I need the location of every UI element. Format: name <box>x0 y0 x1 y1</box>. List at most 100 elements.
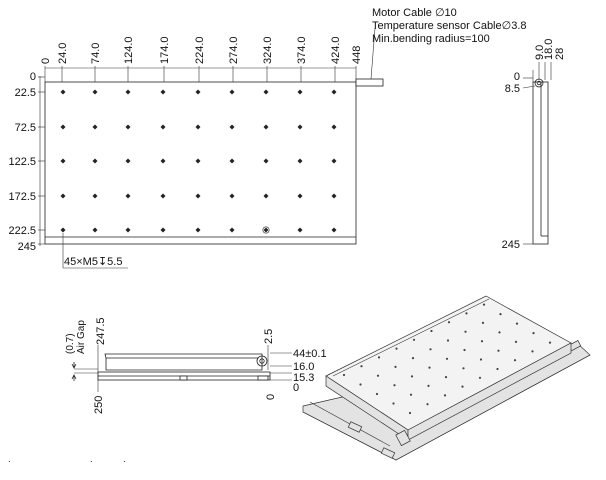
iso-hole <box>430 329 433 333</box>
hole-marker <box>331 227 337 233</box>
front-view-housing <box>104 353 263 371</box>
iso-hole <box>461 385 464 388</box>
hole-marker <box>60 193 66 199</box>
iso-hole <box>498 331 501 334</box>
x-tick-124: 124.0 <box>123 36 135 64</box>
iso-hole <box>499 313 502 316</box>
iso-hole <box>377 356 381 359</box>
hole-marker <box>125 124 131 130</box>
height-44: 44±0.1 <box>293 348 327 360</box>
iso-hole <box>409 393 413 396</box>
hole-marker <box>195 158 201 164</box>
iso-hole <box>375 392 379 396</box>
iso-hole <box>514 340 518 343</box>
iso-hole <box>478 376 482 379</box>
hole-marker <box>92 158 98 164</box>
hole-marker <box>297 227 303 233</box>
hole-marker <box>60 158 66 164</box>
hole-marker <box>331 124 337 130</box>
front-left-bottom: 250 <box>93 396 105 414</box>
iso-hole <box>360 365 363 368</box>
hole-marker <box>195 193 201 199</box>
iso-hole <box>443 394 447 397</box>
hole-marker <box>160 227 166 233</box>
iso-hole <box>394 365 397 368</box>
hole-marker <box>229 227 235 233</box>
iso-hole <box>395 347 398 350</box>
side-tick-28: 28 <box>554 48 566 60</box>
hole-marker <box>263 89 269 95</box>
hole-marker <box>229 124 235 130</box>
front-right-top: 2.5 <box>263 329 275 344</box>
hole-marker <box>160 89 166 95</box>
hole-marker <box>160 193 166 199</box>
iso-hole <box>342 373 346 377</box>
y-tick-0: 0 <box>30 71 36 83</box>
side-view: 9.0 18.0 28 0 8.5 245 <box>502 39 566 251</box>
y-tick-72.5: 72.5 <box>15 122 36 134</box>
y-tick-122.5: 122.5 <box>8 156 36 168</box>
hole-marker <box>229 193 235 199</box>
iso-hole <box>426 403 429 406</box>
hole-marker <box>160 124 166 130</box>
hole-marker <box>60 89 66 95</box>
iso-hole <box>411 357 415 360</box>
isometric-view <box>302 295 591 461</box>
iso-hole <box>444 376 448 379</box>
iso-hole <box>408 411 412 415</box>
height-15.3: 15.3 <box>293 372 314 384</box>
iso-holes <box>342 303 552 415</box>
hole-marker <box>331 193 337 199</box>
hole-marker <box>229 158 235 164</box>
hole-marker <box>125 227 131 233</box>
hole-marker <box>160 158 166 164</box>
hole-marker <box>60 227 66 233</box>
iso-hole <box>532 332 535 335</box>
hole-marker <box>125 158 131 164</box>
hole-marker <box>263 227 269 233</box>
hole-note: 45×M5↧5.5 <box>64 256 122 268</box>
iso-hole <box>481 321 485 324</box>
hole-marker <box>92 193 98 199</box>
hole-marker <box>125 193 131 199</box>
iso-hole <box>359 383 362 386</box>
bending-radius-note: Min.bending radius=100 <box>372 33 490 45</box>
temp-cable-note: Temperature sensor Cable∅3.8 <box>372 20 527 32</box>
x-tick-324: 324.0 <box>262 36 274 64</box>
front-view: (0.7) Air Gap 247.5 250 2.5 0 44±0.1 16.… <box>65 317 327 414</box>
hole-marker <box>297 89 303 95</box>
iso-hole <box>445 357 449 360</box>
side-bottom: 245 <box>502 239 520 251</box>
x-tick-424: 424.0 <box>330 36 342 64</box>
svg-text:.: . <box>8 454 11 465</box>
iso-hole <box>412 338 416 341</box>
iso-hole <box>464 330 467 333</box>
top-view: 0 24.0 74.0 124.0 174.0 224.0 274.0 324.… <box>8 27 384 269</box>
hole-marker <box>92 124 98 130</box>
x-tick-0: 0 <box>40 58 52 64</box>
air-gap-label: Air Gap <box>76 320 87 354</box>
height-0: 0 <box>293 382 299 394</box>
hole-marker <box>297 193 303 199</box>
cable-stub <box>355 78 384 87</box>
iso-hole <box>480 340 484 343</box>
x-tick-224: 224.0 <box>194 36 206 64</box>
motor-cable-note: Motor Cable ∅10 <box>372 7 457 19</box>
hole-marker <box>195 89 201 95</box>
front-left-top: 247.5 <box>95 317 107 345</box>
iso-hole <box>429 348 432 351</box>
hole-marker <box>92 89 98 95</box>
iso-hole <box>531 350 534 353</box>
hole-marker <box>297 158 303 164</box>
iso-hole <box>392 402 395 405</box>
svg-text:.: . <box>123 454 126 465</box>
iso-hole <box>482 303 486 306</box>
x-tick-174: 174.0 <box>159 36 171 64</box>
iso-hole <box>548 341 552 344</box>
hole-marker <box>263 124 269 130</box>
iso-hole <box>479 358 483 361</box>
x-tick-448: 448 <box>351 46 363 64</box>
iso-hole <box>496 367 499 371</box>
hole-marker <box>125 89 131 95</box>
